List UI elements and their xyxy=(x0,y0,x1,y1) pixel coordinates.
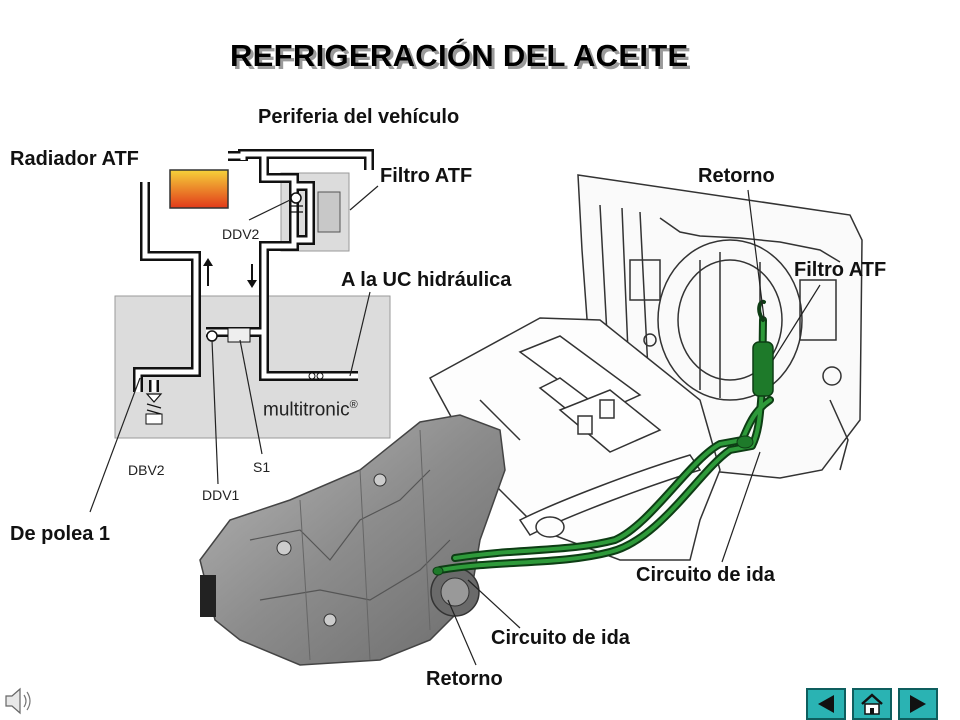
hydraulic-schematic xyxy=(89,149,391,513)
atf-filter-green xyxy=(752,341,774,397)
atf-cooling-pipes xyxy=(432,299,774,576)
label-supply-circuit-right: Circuito de ida xyxy=(636,564,775,586)
arrow-left-icon xyxy=(818,695,834,713)
gearbox xyxy=(199,414,506,666)
arrow-right-icon xyxy=(910,695,926,713)
label-supply-circuit-bottom: Circuito de ida xyxy=(491,627,630,649)
label-return-top: Retorno xyxy=(698,165,775,187)
label-from-pulley-1: De polea 1 xyxy=(10,523,111,545)
speaker-icon[interactable] xyxy=(2,684,36,718)
home-icon xyxy=(861,693,883,715)
prev-slide-button[interactable] xyxy=(806,688,846,720)
atf-radiator xyxy=(169,169,229,209)
label-ddv1: DDV1 xyxy=(202,487,240,503)
label-return-bottom: Retorno xyxy=(426,668,503,690)
leader-lines xyxy=(447,189,821,666)
label-to-hydraulic-unit: A la UC hidráulica xyxy=(341,269,512,291)
label-atf-radiator: Radiador ATF xyxy=(10,148,139,170)
label-vehicle-periphery: Periferia del vehículo xyxy=(258,106,460,128)
home-button[interactable] xyxy=(852,688,892,720)
engine-block xyxy=(428,317,721,561)
label-dbv2: DBV2 xyxy=(128,462,165,478)
next-slide-button[interactable] xyxy=(898,688,938,720)
label-atf-filter-left: Filtro ATF xyxy=(380,165,473,187)
filter-element xyxy=(317,191,341,233)
label-atf-filter-right: Filtro ATF xyxy=(794,259,887,281)
label-s1: S1 xyxy=(253,459,271,475)
label-ddv2: DDV2 xyxy=(222,226,260,242)
page-title: REFRIGERACIÓN DEL ACEITE xyxy=(230,38,689,73)
brand-multitronic: multitronic® xyxy=(263,399,358,421)
